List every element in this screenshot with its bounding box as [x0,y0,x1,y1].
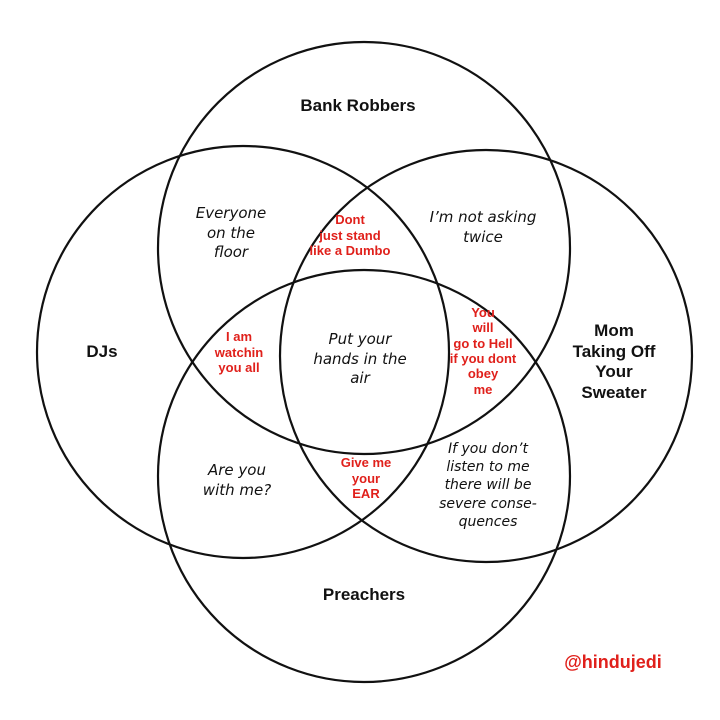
circle-mom [278,148,694,564]
label-bank-robbers: Bank Robbers [300,96,416,115]
circle-djs [35,144,451,560]
region-bank-robbers-djs-preachers: I am watchin you all [214,329,264,376]
region-all-four: Put your hands in the air [313,330,407,387]
region-bank-robbers-mom: I’m not asking twice [429,208,537,246]
region-djs-mom-preachers: Give me your EAR [340,455,392,502]
region-bank-robbers-djs-mom: Dont just stand like a Dumbo [309,212,391,259]
credit-handle: @hindujedi [564,652,662,672]
label-preachers: Preachers [322,585,406,604]
region-mom-preachers: If you don’t listen to me there will be … [439,441,537,530]
region-djs-preachers: Are you with me? [202,461,272,499]
circle-bank-robbers [156,40,572,456]
label-mom-taking-off-your-sweater: Mom Taking Off Your Sweater [572,321,656,403]
circle-preachers [156,268,572,684]
region-bank-robbers-djs: Everyone on the floor [195,204,267,261]
region-bank-robbers-mom-preachers: You will go to Hell if you dont obey me [449,305,517,397]
label-djs: DJs [86,342,118,361]
